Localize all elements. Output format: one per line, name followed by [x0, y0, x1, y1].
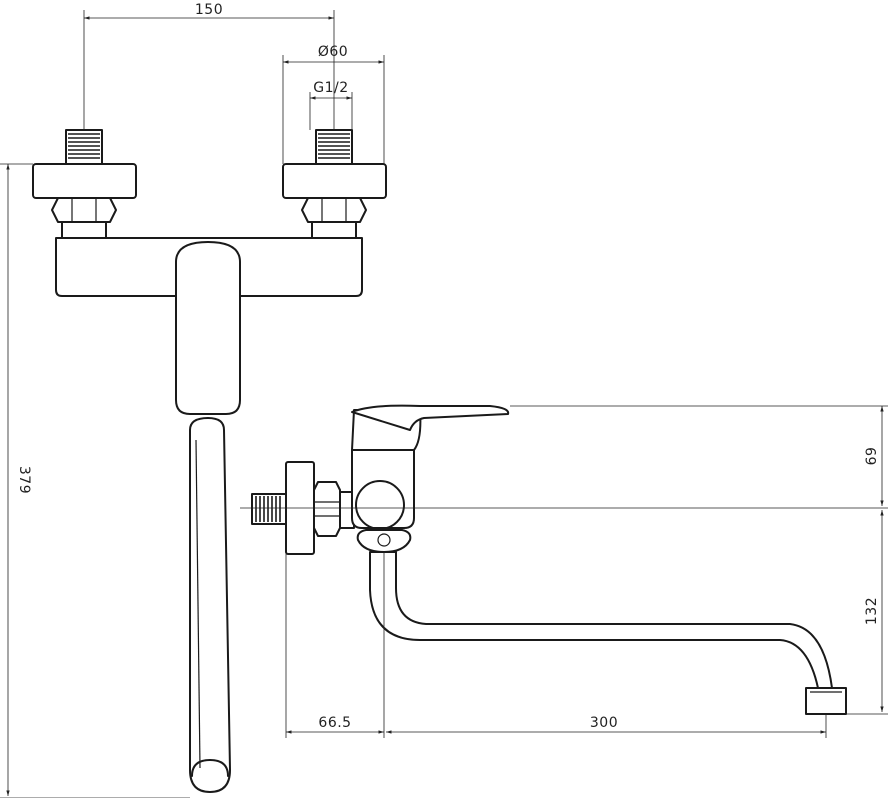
side-lever-handle [351, 404, 510, 431]
dim-label-g12: G1/2 [313, 80, 348, 96]
dim-label-300: 300 [590, 715, 618, 731]
dim-label-diameter-60: Ø60 [318, 44, 348, 60]
side-view [251, 404, 847, 715]
dim-label-379: 379 [16, 466, 32, 494]
side-swivel-ring [356, 529, 412, 553]
front-left-nut [51, 197, 117, 239]
side-thread [251, 493, 287, 525]
front-right-nut [301, 197, 367, 239]
front-left-flange [32, 163, 137, 199]
front-lever-handle [175, 241, 241, 415]
dim-label-150: 150 [195, 2, 223, 18]
front-right-thread [315, 129, 353, 165]
front-right-flange [282, 163, 387, 199]
side-mixer-body [351, 449, 415, 529]
front-left-thread [65, 129, 103, 165]
front-aerator [191, 759, 229, 777]
front-spout-pipe [189, 417, 231, 793]
dim-label-69: 69 [864, 447, 880, 466]
side-spout [369, 551, 833, 689]
dim-label-132: 132 [864, 597, 880, 625]
side-nut [313, 481, 355, 537]
front-view [32, 129, 387, 793]
dim-label-66-5: 66.5 [318, 715, 351, 731]
dimension-lines [0, 10, 888, 798]
